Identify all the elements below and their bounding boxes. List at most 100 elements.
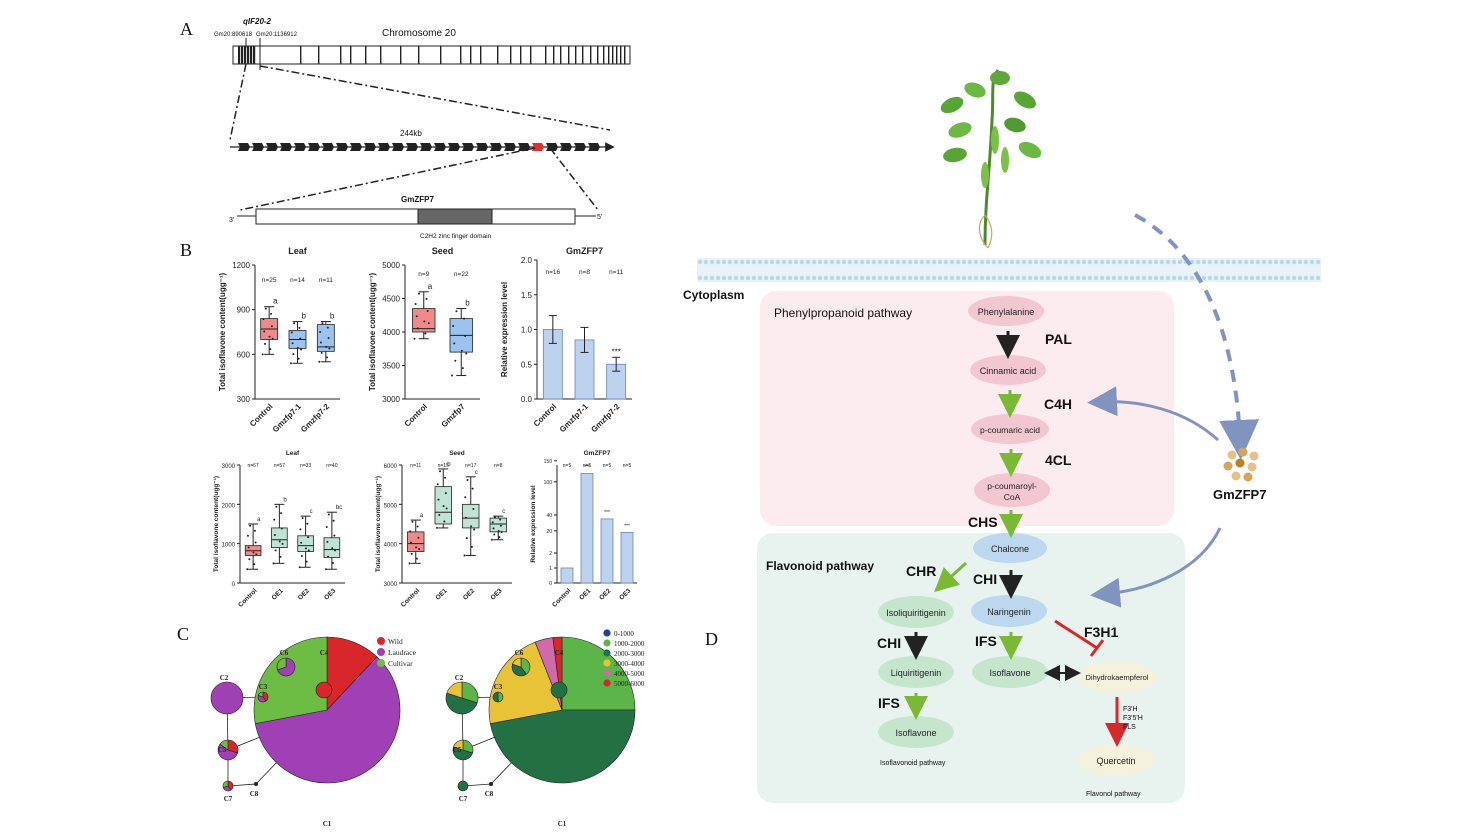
data-point [445,507,448,510]
lipid-head [1105,275,1111,281]
gene-arrow [252,143,264,151]
y-tick-label: 5000 [382,261,400,270]
data-point [423,320,426,323]
lipid-head [751,259,757,265]
lipid-head [811,259,817,265]
lipid-head [925,275,931,281]
lipid-head [775,259,781,265]
data-point [291,342,294,345]
node-label: C8 [485,790,494,798]
data-point [460,349,463,352]
lipid-head [1111,259,1117,265]
lipid-head [799,259,805,265]
data-point [492,527,495,530]
lipid-head [1297,259,1303,265]
data-point [290,331,293,334]
gene-arrow [420,143,432,151]
lipid-head [931,275,937,281]
legend-swatch [603,679,611,687]
panel-c-label: C [177,624,189,644]
data-point [497,530,500,533]
significance-letter: b [465,299,470,308]
n-label: n=14 [290,277,305,284]
lipid-head [1141,259,1147,265]
lipid-head [1009,275,1015,281]
lipid-head [979,275,985,281]
box [297,535,314,552]
lipid-head [1045,259,1051,265]
box [489,517,507,533]
lipid-head [715,259,721,265]
lipid-head [1201,275,1207,281]
lipid-head [829,275,835,281]
lipid-head [1123,259,1129,265]
chromosome-band [530,46,532,64]
cell-membrane [697,258,1321,282]
lipid-head [847,275,853,281]
data-point [451,374,453,377]
data-point [275,505,278,508]
chromosome-band [253,46,256,64]
lipid-head [793,259,799,265]
lipid-head [907,275,913,281]
lipid-head [841,275,847,281]
lipid-head [763,259,769,265]
lipid-head [1219,275,1225,281]
lipid-head [781,259,787,265]
data-point [414,302,417,305]
x-tick-label: OE2 [598,587,612,601]
lipid-head [1081,275,1087,281]
data-point [463,317,466,320]
x-tick-label: OE2 [297,587,311,601]
chromosome-bands [238,46,626,64]
gene-arrow [378,143,390,151]
lipid-head [1051,259,1057,265]
lipid-head [949,259,955,265]
lipid-head [895,275,901,281]
data-point [443,520,446,523]
inhibition-arrow [1054,619,1098,650]
lipid-head [1129,275,1135,281]
lipid-head [1135,259,1141,265]
data-point [280,512,283,515]
chromosome-band [460,46,462,64]
data-point [307,536,310,539]
gene-arrow [490,143,502,151]
gene-arrow [336,143,348,151]
network-legends: WildLaudraceCultivar0-10001000-20002000-… [377,629,645,688]
box [462,503,480,529]
chart-title: GmZFP7 [584,450,611,457]
gene-arrow [294,143,306,151]
y-tick-label: 20 [546,529,552,535]
dashed-signal-arrow [1134,213,1260,460]
chart-title: GmZFP7 [566,246,603,256]
n-label: n=15 [438,463,449,469]
region-size-label: 244kb [400,129,422,138]
y-tick-label: 4500 [382,295,400,304]
panel-d-label: D [705,629,718,649]
y-tick-label: 2 [549,551,552,557]
lipid-head [1033,275,1039,281]
data-point [296,346,299,349]
lipid-head [1207,259,1213,265]
x-tick-label: OE1 [271,587,285,601]
node-liquiritigenin [878,656,954,688]
lipid-head [835,275,841,281]
lipid-head [979,259,985,265]
gene-arrow [504,143,516,151]
lipid-head [865,259,871,265]
y-axis-label: Total isoflavone content(ugg⁻¹) [375,476,382,572]
lipid-head [1237,259,1243,265]
lipid-head [871,275,877,281]
lipid-head [835,259,841,265]
haplotype-node [445,681,479,715]
lipid-head [733,275,739,281]
lipid-head [739,275,745,281]
svg-text:F3H1: F3H1 [1084,624,1118,640]
lipid-head [901,275,907,281]
data-point [409,530,412,533]
lipid-head [1069,259,1075,265]
data-point [437,498,440,501]
